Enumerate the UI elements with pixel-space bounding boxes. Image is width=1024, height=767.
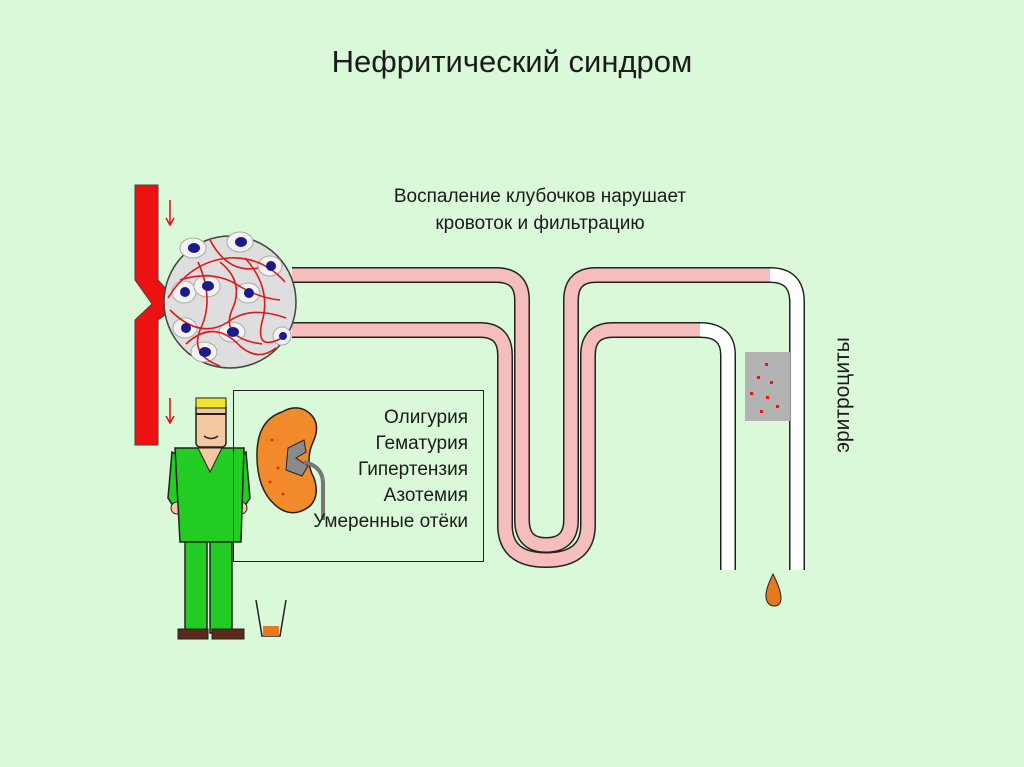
symptom-item: Гипертензия — [357, 459, 468, 480]
symptoms-list: Олигурия Гематурия Гипертензия Азотемия … — [268, 405, 468, 535]
flow-arrow-top-icon — [165, 200, 175, 227]
glomerulus — [163, 231, 297, 369]
slide-title: Нефритический синдром — [331, 44, 693, 79]
kidney-icon — [256, 407, 325, 520]
symptom-item: Гематурия — [375, 433, 468, 454]
caption-line-1: Воспаление клубочков нарушает — [393, 186, 687, 207]
patient-figure — [167, 397, 251, 640]
rbc-label: эритроциты — [831, 337, 854, 453]
nephron-tubule-inner-white — [699, 323, 735, 570]
symptom-item: Умеренные отёки — [313, 511, 468, 532]
symptoms-box — [233, 390, 484, 562]
urine-cup-icon — [255, 599, 287, 637]
flow-arrow-bottom-icon — [165, 398, 175, 425]
nephron-tubule-outer-white — [769, 268, 804, 570]
caption-line-2: кровоток и фильтрацию — [435, 213, 645, 234]
blood-vessel — [134, 184, 181, 446]
symptom-item: Азотемия — [383, 485, 468, 506]
urine-drop-icon — [765, 572, 782, 607]
symptom-item: Олигурия — [384, 407, 468, 428]
caption: Воспаление клубочков нарушает кровоток и… — [330, 183, 750, 237]
rbc-cast — [745, 352, 790, 421]
